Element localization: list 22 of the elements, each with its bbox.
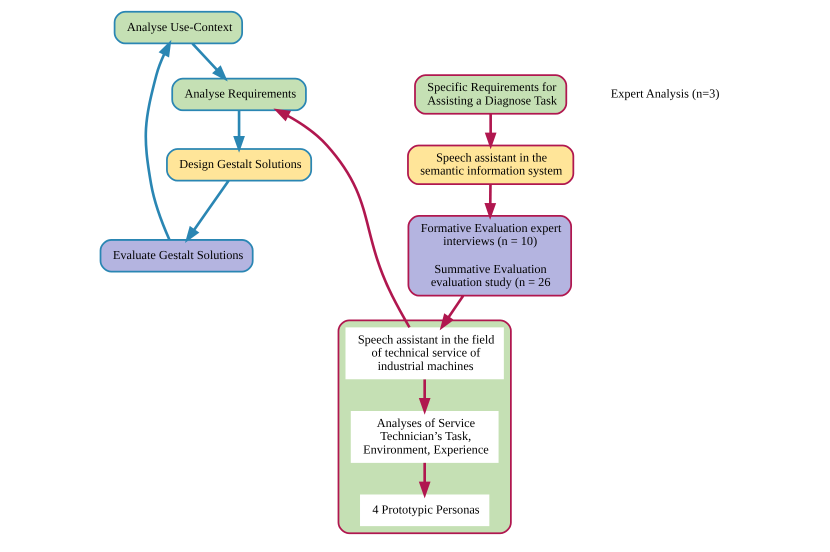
node-box: Evaluate Gestalt Solutions bbox=[100, 239, 254, 272]
arrow bbox=[273, 108, 411, 328]
node-box: Analyses of Service Technician’s Task, Environment, Experience bbox=[350, 410, 499, 463]
arrow bbox=[418, 462, 431, 498]
arrow bbox=[418, 379, 431, 415]
arrow bbox=[484, 114, 497, 150]
arrow bbox=[184, 180, 230, 243]
node-box: Design Gestalt Solutions bbox=[166, 148, 312, 182]
node-box: Specific Requirements for Assisting a Diagnose Task bbox=[414, 74, 568, 115]
arrow bbox=[484, 184, 496, 220]
arrow bbox=[191, 42, 228, 82]
arrow bbox=[144, 40, 172, 240]
node-box: Analyse Requirements bbox=[171, 78, 307, 112]
cluster bbox=[338, 319, 512, 534]
label: Expert Analysis (n=3) bbox=[610, 86, 720, 101]
node-box: Speech assistant in the semantic information system bbox=[407, 144, 574, 186]
node-box: 4 Prototypic Personas bbox=[360, 494, 490, 526]
node-box: Analyse Use-Context bbox=[114, 10, 244, 44]
node-box: Formative Evaluation expert interviews (n = 10) Summative Evaluation evaluation study (n = 26 bbox=[408, 215, 572, 296]
arrow bbox=[440, 295, 464, 330]
arrow bbox=[233, 110, 245, 153]
node-box: Speech assistant in the field of technical service of industrial machines bbox=[346, 327, 504, 380]
